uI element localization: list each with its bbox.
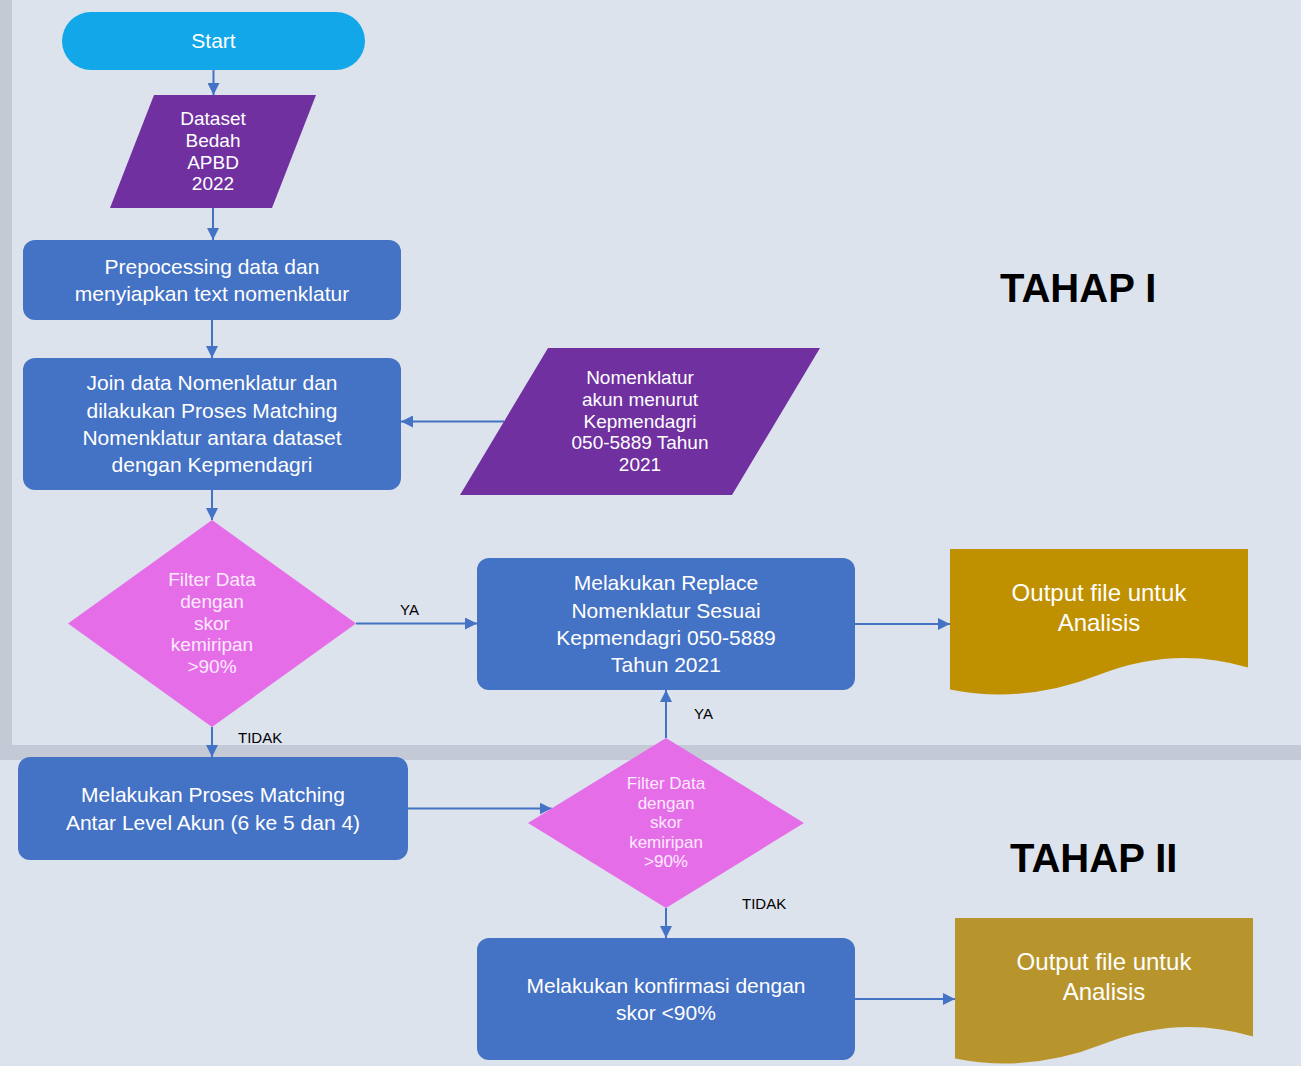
node-text: Nomenklatur akun menurut Kepmendagri 050… bbox=[568, 367, 713, 476]
flow-arrow bbox=[211, 490, 213, 520]
edge-label-box: YA bbox=[400, 601, 419, 619]
flow-arrow bbox=[855, 998, 955, 1000]
node-text: Melakukan Proses Matching Antar Level Ak… bbox=[58, 781, 368, 836]
edge-label: YA bbox=[694, 705, 713, 722]
process-box: Melakukan konfirmasi dengan skor <90% bbox=[477, 938, 855, 1060]
shape-fill bbox=[110, 95, 316, 208]
node-text: Melakukan konfirmasi dengan skor <90% bbox=[511, 972, 821, 1027]
process-box: Melakukan Replace Nomenklatur Sesuai Kep… bbox=[477, 558, 855, 690]
node-text: Start bbox=[89, 27, 339, 54]
input-parallelogram: Nomenklatur akun menurut Kepmendagri 050… bbox=[460, 348, 820, 495]
flow-arrow bbox=[213, 70, 215, 95]
flow-arrow bbox=[211, 727, 213, 757]
process-box: Prepocessing data dan menyiapkan text no… bbox=[23, 240, 401, 320]
node-text: Output file untuk Analisis bbox=[984, 578, 1214, 638]
node-text: Output file untuk Analisis bbox=[989, 947, 1219, 1007]
shape-fill bbox=[68, 520, 356, 727]
node-text: Prepocessing data dan menyiapkan text no… bbox=[62, 253, 362, 308]
edge-label: TIDAK bbox=[238, 729, 282, 746]
flow-arrow bbox=[665, 690, 667, 738]
decision-diamond: Filter Data dengan skor kemiripan >90% bbox=[68, 520, 356, 727]
input-parallelogram: Dataset Bedah APBD 2022 bbox=[110, 95, 316, 208]
process-box: Join data Nomenklatur dan dilakukan Pros… bbox=[23, 358, 401, 490]
flow-arrow bbox=[855, 623, 950, 625]
node-text: Join data Nomenklatur dan dilakukan Pros… bbox=[62, 369, 362, 478]
edge-label-box: TIDAK bbox=[742, 895, 786, 913]
node-text: Filter Data dengan skor kemiripan >90% bbox=[621, 774, 711, 872]
start-terminal: Start bbox=[62, 12, 365, 70]
process-box: Melakukan Proses Matching Antar Level Ak… bbox=[18, 757, 408, 860]
node-text: Filter Data dengan skor kemiripan >90% bbox=[160, 569, 264, 678]
stage-band bbox=[0, 760, 1301, 1066]
shape-fill bbox=[528, 738, 804, 908]
edge-label-box: YA bbox=[694, 705, 713, 723]
edge-label: YA bbox=[400, 601, 419, 618]
flow-arrow bbox=[212, 208, 214, 240]
output-document: Output file untuk Analisis bbox=[955, 918, 1253, 1066]
node-text: Melakukan Replace Nomenklatur Sesuai Kep… bbox=[541, 569, 791, 678]
stage-heading: TAHAP I bbox=[1000, 266, 1156, 310]
edge-label-box: TIDAK bbox=[238, 729, 282, 747]
stage-heading-box: TAHAP II bbox=[1010, 836, 1177, 881]
decision-diamond: Filter Data dengan skor kemiripan >90% bbox=[528, 738, 804, 908]
shape-fill bbox=[955, 918, 1253, 1064]
shape-fill bbox=[460, 348, 820, 495]
stage-band bbox=[12, 0, 1301, 745]
stage-heading-box: TAHAP I bbox=[1000, 266, 1156, 311]
flow-arrow bbox=[356, 623, 477, 625]
output-document: Output file untuk Analisis bbox=[950, 549, 1248, 697]
flow-arrow bbox=[211, 320, 213, 358]
flow-arrow bbox=[401, 421, 504, 423]
flow-arrow bbox=[408, 808, 552, 810]
node-text: Dataset Bedah APBD 2022 bbox=[173, 108, 253, 195]
shape-fill bbox=[950, 549, 1248, 695]
edge-label: TIDAK bbox=[742, 895, 786, 912]
stage-heading: TAHAP II bbox=[1010, 836, 1177, 880]
flow-arrow bbox=[665, 908, 667, 938]
